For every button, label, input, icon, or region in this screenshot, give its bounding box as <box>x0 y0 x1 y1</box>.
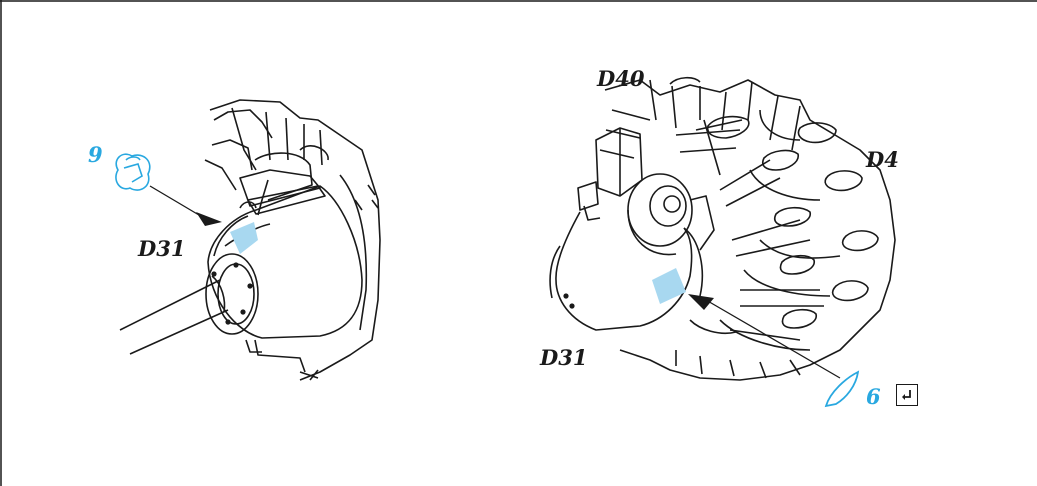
right-engine-assembly <box>549 76 896 381</box>
step-number-right: 6 <box>866 384 881 409</box>
left-engine-assembly <box>119 99 381 381</box>
decal-piece-icon <box>824 370 860 408</box>
decal-sheet-icon <box>115 153 151 191</box>
corner-arrow-icon <box>896 384 918 406</box>
part-label-d31-left: D31 <box>138 236 186 261</box>
arrow-head-right <box>688 294 714 310</box>
arrow-head-left <box>196 212 222 226</box>
leader-line-right <box>705 299 841 379</box>
part-label-d4: D4 <box>866 147 899 172</box>
leader-line-left <box>149 185 205 219</box>
part-label-d40: D40 <box>597 66 645 91</box>
part-label-d31-right: D31 <box>540 345 588 370</box>
decal-placement-area-right <box>652 268 686 304</box>
step-number-left: 9 <box>88 142 103 167</box>
decal-placement-area-left <box>230 222 258 254</box>
